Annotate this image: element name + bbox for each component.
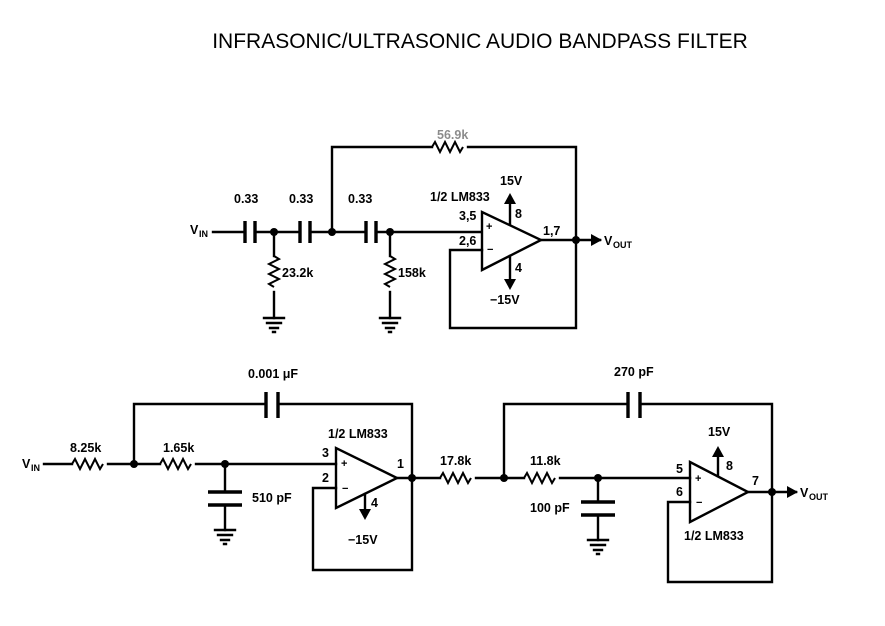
bottom-opamp-1 (334, 446, 400, 510)
arrow-down-icon (504, 279, 516, 290)
bottom-feedback2-wire-right (638, 402, 774, 494)
opamp1-neg-supply: −15V (348, 533, 378, 547)
bottom-vout-label: V (800, 486, 809, 500)
top-shunt-resistor-2 (382, 255, 398, 288)
opamp2-pin-inv: 6 (676, 485, 683, 499)
opamp2-plus-sign: + (695, 473, 701, 485)
arrow-up-icon (712, 446, 724, 457)
top-vout-sub: OUT (613, 240, 633, 250)
opamp1-feedback-loop (311, 476, 414, 572)
top-vin-sub: IN (199, 229, 208, 239)
opamp1-pin-noninv: 3 (322, 446, 329, 460)
diagram-title: INFRASONIC/ULTRASONIC AUDIO BANDPASS FIL… (212, 30, 748, 53)
opamp1-plus-sign: + (341, 458, 347, 470)
top-shunt-resistor-1 (266, 255, 282, 288)
top-feedback-wire-right (466, 145, 578, 242)
junction-dot (270, 228, 278, 236)
bottom-resistor-1 (71, 456, 104, 472)
bottom-feedback-cap-1 (264, 392, 280, 418)
bottom-resistor-2-label: 1.65k (163, 441, 194, 455)
top-cap-1-label: 0.33 (234, 192, 258, 206)
opamp2-pin-vplus: 8 (726, 459, 733, 473)
output-arrow-icon (787, 486, 798, 498)
opamp2-pin-out: 7 (752, 474, 759, 488)
junction-dot (130, 460, 138, 468)
bottom-opamp-2-label: 1/2 LM833 (684, 529, 744, 543)
junction-dot (572, 236, 580, 244)
bottom-resistor-3 (439, 470, 472, 486)
top-neg-supply: −15V (490, 293, 520, 307)
arrow-down-icon (359, 509, 371, 520)
top-circuit: V IN 0.33 0.33 0.33 23.2k (190, 128, 633, 334)
bottom-feedback1-wire-left (132, 402, 268, 466)
bottom-resistor-2 (159, 456, 192, 472)
top-feedback-resistor (431, 139, 464, 155)
junction-dot (328, 228, 336, 236)
opamp1-minus-sign: − (342, 483, 348, 495)
top-pin-inv: 2,6 (459, 234, 476, 248)
junction-dot (500, 474, 508, 482)
bottom-feedback-cap-2 (626, 392, 642, 418)
top-cap-2-label: 0.33 (289, 192, 313, 206)
opamp2-pos-supply: 15V (708, 425, 731, 439)
bottom-vin-sub: IN (31, 463, 40, 473)
top-shunt-resistor-1-label: 23.2k (282, 266, 313, 280)
bottom-opamp-1-label: 1/2 LM833 (328, 427, 388, 441)
top-opamp-label: 1/2 LM833 (430, 190, 490, 204)
bottom-shunt-cap-1-label: 510 pF (252, 491, 292, 505)
bottom-feedback-cap-2-label: 270 pF (614, 365, 654, 379)
top-cap-2 (298, 221, 312, 243)
top-cap-3 (364, 221, 378, 243)
top-cap-3-label: 0.33 (348, 192, 372, 206)
bottom-feedback-cap-1-label: 0.001 μF (248, 367, 298, 381)
opamp1-pin-inv: 2 (322, 471, 329, 485)
top-feedback-resistor-label: 56.9k (437, 128, 468, 142)
top-vin-label: V (190, 223, 199, 237)
bottom-feedback1-wire-right (276, 402, 414, 480)
top-opamp-plus-sign: + (486, 221, 492, 233)
top-pin-vplus: 8 (515, 207, 522, 221)
bottom-resistor-4-label: 11.8k (530, 454, 561, 468)
ground-icon (378, 316, 402, 334)
opamp2-minus-sign: − (696, 497, 702, 509)
top-cap-1 (243, 221, 257, 243)
opamp1-pin-out: 1 (397, 457, 404, 471)
junction-dot (386, 228, 394, 236)
top-vout-label: V (604, 234, 613, 248)
top-opamp (480, 210, 544, 272)
top-pin-out: 1,7 (543, 224, 560, 238)
junction-dot (594, 474, 602, 482)
top-opamp-minus-sign: − (487, 244, 493, 256)
top-pin-vminus: 4 (515, 261, 522, 275)
junction-dot (768, 488, 776, 496)
ground-icon (213, 528, 237, 546)
top-shunt-resistor-2-label: 158k (398, 266, 426, 280)
bottom-circuit: V IN 8.25k 1.65k 0.001 μF 510 pF + − 1/2… (22, 365, 829, 584)
bottom-shunt-cap-1 (208, 490, 242, 507)
opamp1-pin-vminus: 4 (371, 496, 378, 510)
top-pin-noninv: 3,5 (459, 209, 476, 223)
output-arrow-icon (591, 234, 602, 246)
junction-dot (408, 474, 416, 482)
top-opamp-feedback-loop (448, 238, 578, 330)
bottom-shunt-cap-2 (581, 500, 615, 517)
bottom-vin-label: V (22, 457, 31, 471)
junction-dot (221, 460, 229, 468)
bottom-vout-sub: OUT (809, 492, 829, 502)
arrow-up-icon (504, 193, 516, 204)
bottom-feedback2-wire-left (502, 402, 630, 480)
opamp2-feedback-loop (666, 490, 774, 584)
ground-icon (586, 538, 610, 556)
ground-icon (262, 316, 286, 334)
top-pos-supply: 15V (500, 174, 523, 188)
bottom-shunt-cap-2-label: 100 pF (530, 501, 570, 515)
bottom-resistor-1-label: 8.25k (70, 441, 101, 455)
top-feedback-wire-left (330, 145, 434, 234)
bottom-resistor-3-label: 17.8k (440, 454, 471, 468)
opamp2-pin-noninv: 5 (676, 462, 683, 476)
bottom-resistor-4 (523, 470, 556, 486)
